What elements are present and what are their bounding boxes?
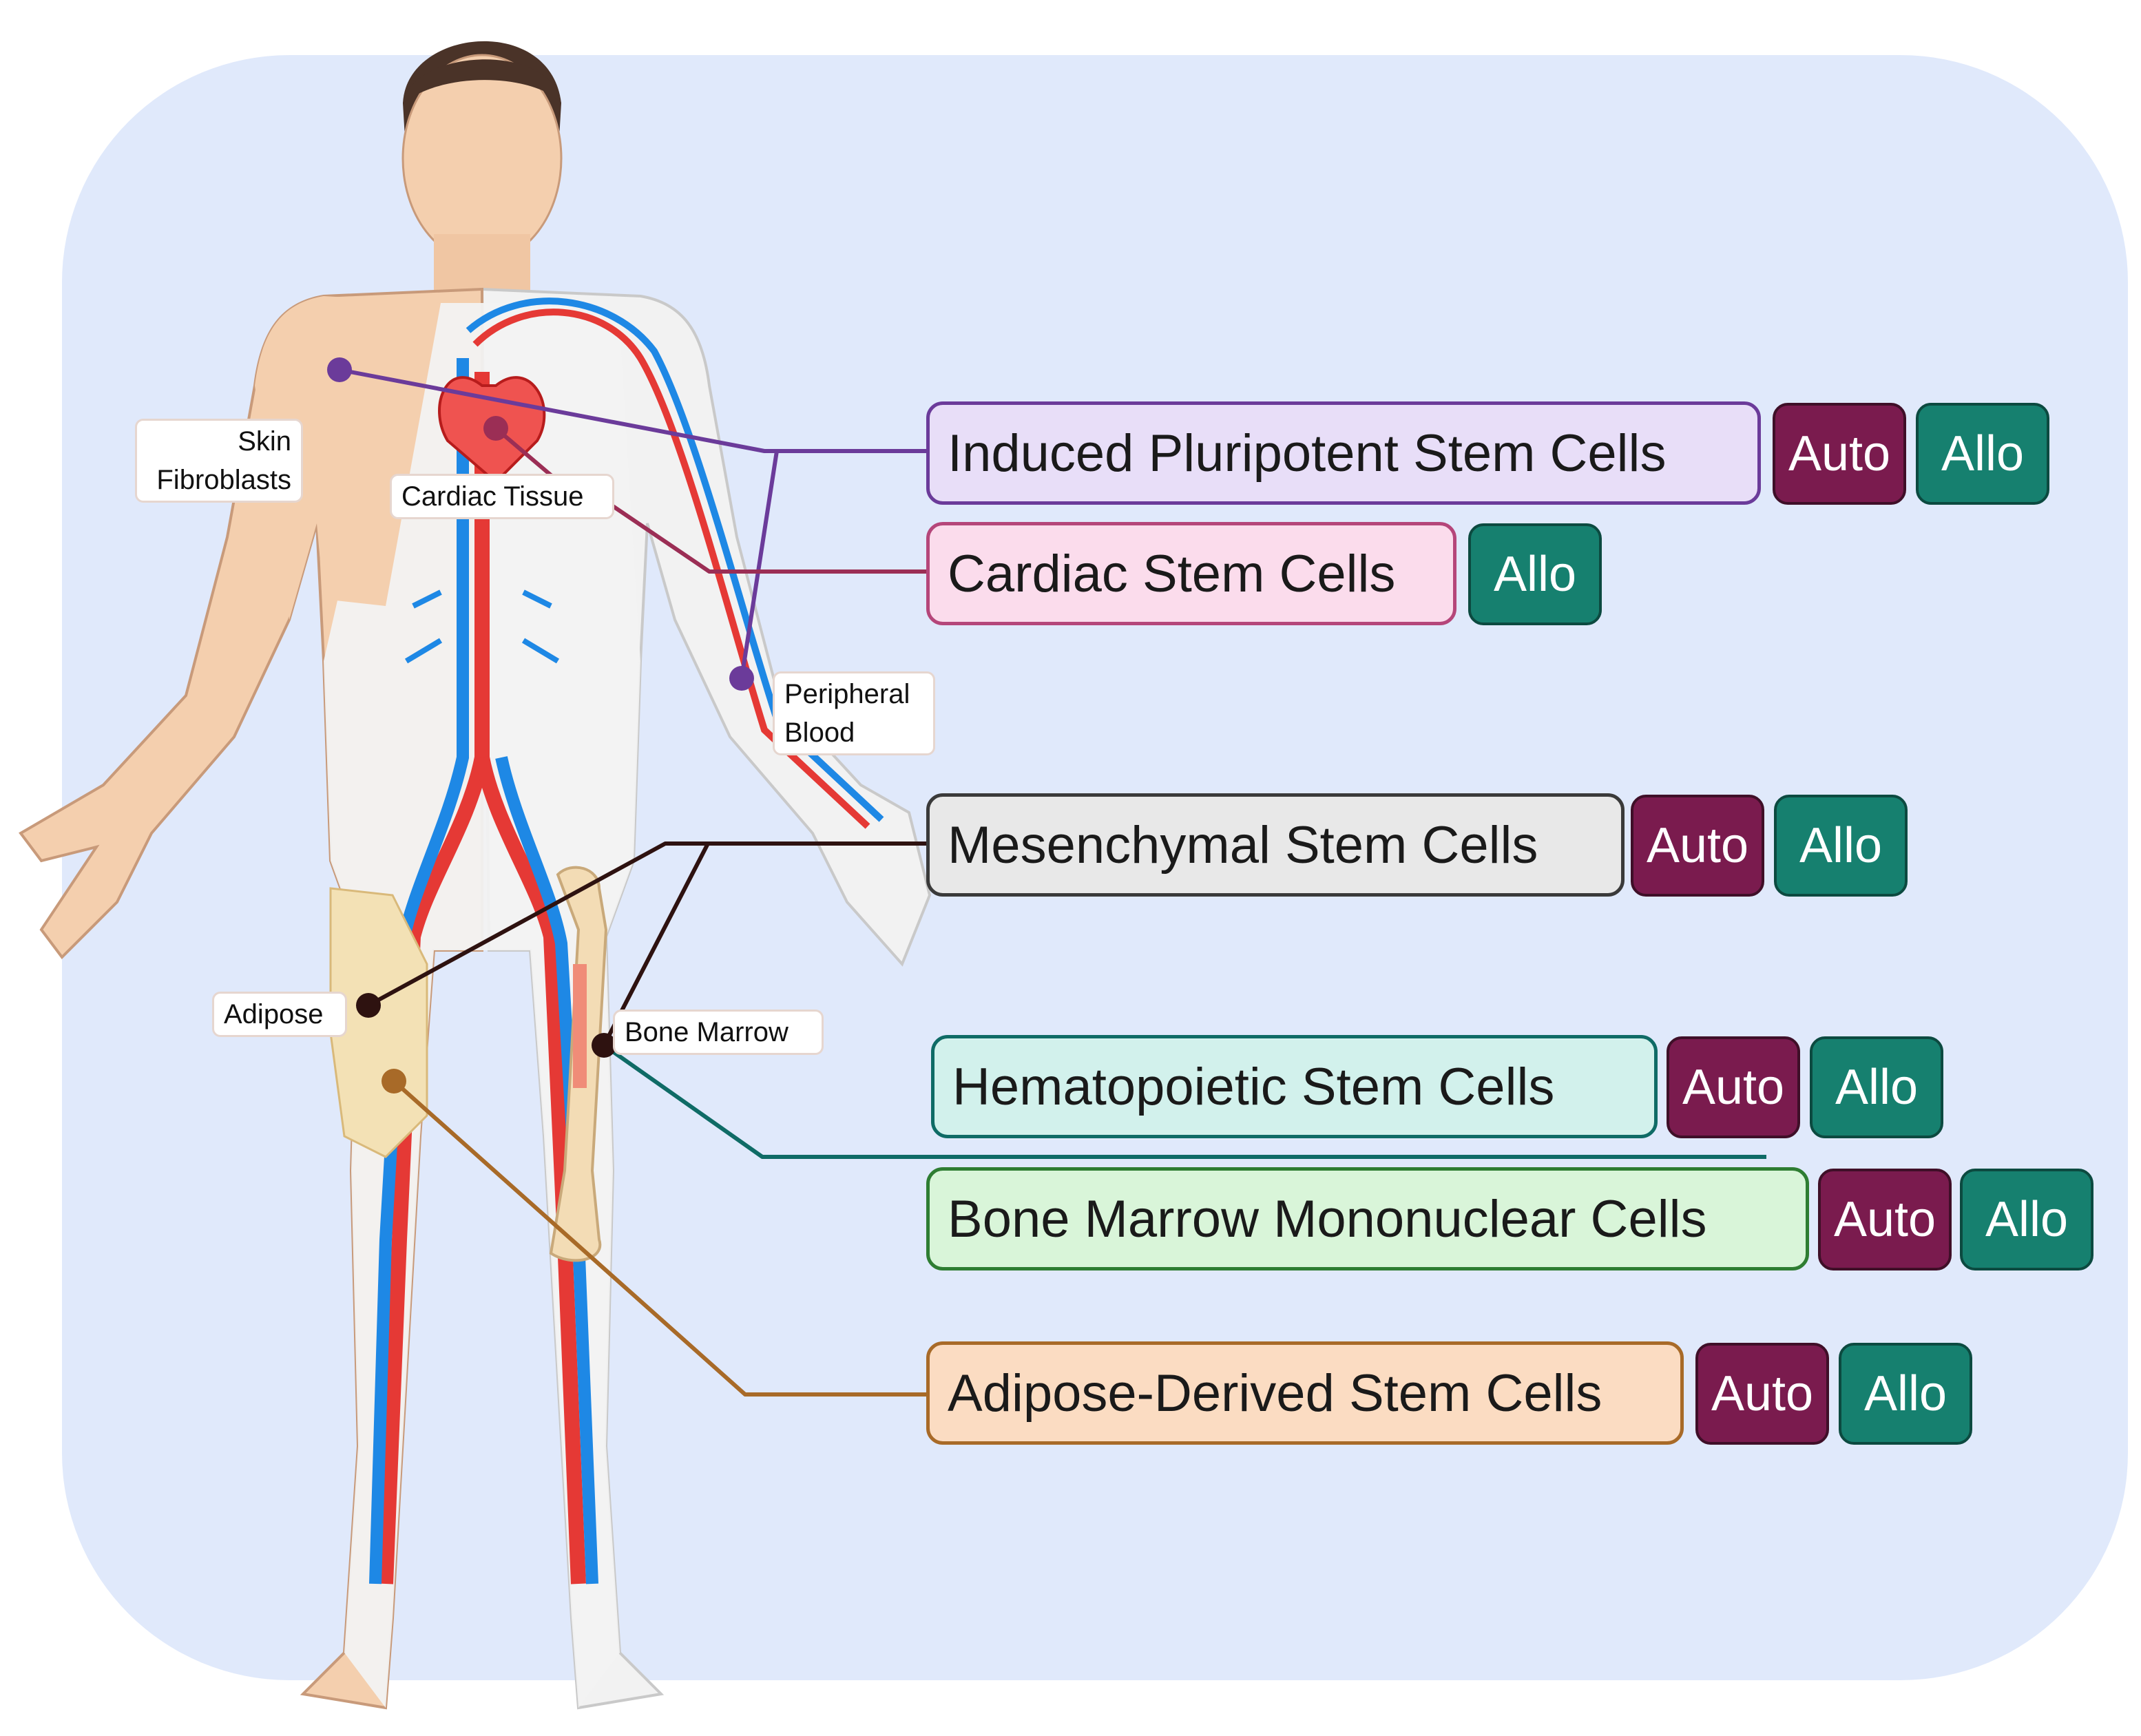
hematopoietic-box: Hematopoietic Stem Cells xyxy=(931,1035,1658,1138)
bmmc-allo-text: Allo xyxy=(1985,1192,2069,1247)
skin-dot xyxy=(327,357,352,382)
adipose-dot-mesenchymal xyxy=(356,993,381,1018)
hematopoietic-auto-chip: Auto xyxy=(1667,1036,1800,1138)
bone-marrow-dot xyxy=(592,1033,616,1058)
adipose-dot-derived xyxy=(382,1069,406,1094)
adipose-derived-label: Adipose-Derived Stem Cells xyxy=(948,1363,1602,1423)
adipose-auto-text: Auto xyxy=(1711,1366,1814,1421)
human-body-figure xyxy=(19,41,932,1710)
mesenchymal-allo-chip: Allo xyxy=(1774,795,1908,897)
adipose-auto-chip: Auto xyxy=(1695,1343,1829,1445)
adipose-box: Adipose-Derived Stem Cells xyxy=(926,1341,1684,1445)
hematopoietic-auto-text: Auto xyxy=(1682,1060,1785,1115)
cardiac-label: Cardiac Stem Cells xyxy=(948,544,1396,603)
adipose-connector xyxy=(393,1079,926,1397)
hematopoietic-allo-chip: Allo xyxy=(1810,1036,1943,1138)
adipose-allo-chip: Allo xyxy=(1839,1343,1972,1445)
ipsc-connector xyxy=(339,368,926,679)
skin-fibroblasts-label: Skin Fibroblasts xyxy=(135,419,303,503)
ipsc-box: Induced Pluripotent Stem Cells xyxy=(926,401,1761,505)
mesenchymal-label: Mesenchymal Stem Cells xyxy=(948,815,1538,875)
ipsc-label: Induced Pluripotent Stem Cells xyxy=(948,423,1667,483)
bmmc-allo-chip: Allo xyxy=(1960,1169,2093,1270)
adipose-label: Adipose xyxy=(212,992,347,1037)
mesenchymal-box: Mesenchymal Stem Cells xyxy=(926,793,1625,897)
cardiac-tissue-label: Cardiac Tissue xyxy=(390,474,614,519)
hematopoietic-label: Hematopoietic Stem Cells xyxy=(952,1057,1555,1116)
bmmc-box: Bone Marrow Mononuclear Cells xyxy=(926,1167,1809,1270)
mesenchymal-auto-chip: Auto xyxy=(1631,795,1764,897)
cardiac-dot xyxy=(483,416,508,441)
source-dots xyxy=(327,357,754,1094)
hematopoietic-allo-text: Allo xyxy=(1835,1060,1919,1115)
bone-marrow-label: Bone Marrow xyxy=(613,1010,824,1055)
cardiac-allo-text: Allo xyxy=(1493,547,1577,602)
ipsc-allo-text: Allo xyxy=(1941,426,2025,481)
mesenchymal-auto-text: Auto xyxy=(1646,818,1749,873)
bmmc-auto-chip: Auto xyxy=(1818,1169,1952,1270)
bmmc-auto-text: Auto xyxy=(1833,1192,1936,1247)
cardiac-box: Cardiac Stem Cells xyxy=(926,522,1456,625)
hematopoietic-connector xyxy=(603,1043,1766,1159)
ipsc-auto-chip: Auto xyxy=(1773,403,1906,505)
mesenchymal-allo-text: Allo xyxy=(1799,818,1883,873)
ipsc-allo-chip: Allo xyxy=(1916,403,2049,505)
bmmc-label: Bone Marrow Mononuclear Cells xyxy=(948,1189,1707,1248)
cardiac-allo-chip: Allo xyxy=(1468,523,1602,625)
peripheral-blood-label: Peripheral Blood xyxy=(773,671,935,755)
adipose-allo-text: Allo xyxy=(1863,1366,1947,1421)
peripheral-blood-dot xyxy=(729,666,754,691)
ipsc-auto-text: Auto xyxy=(1788,426,1891,481)
connectors xyxy=(339,368,1766,1397)
